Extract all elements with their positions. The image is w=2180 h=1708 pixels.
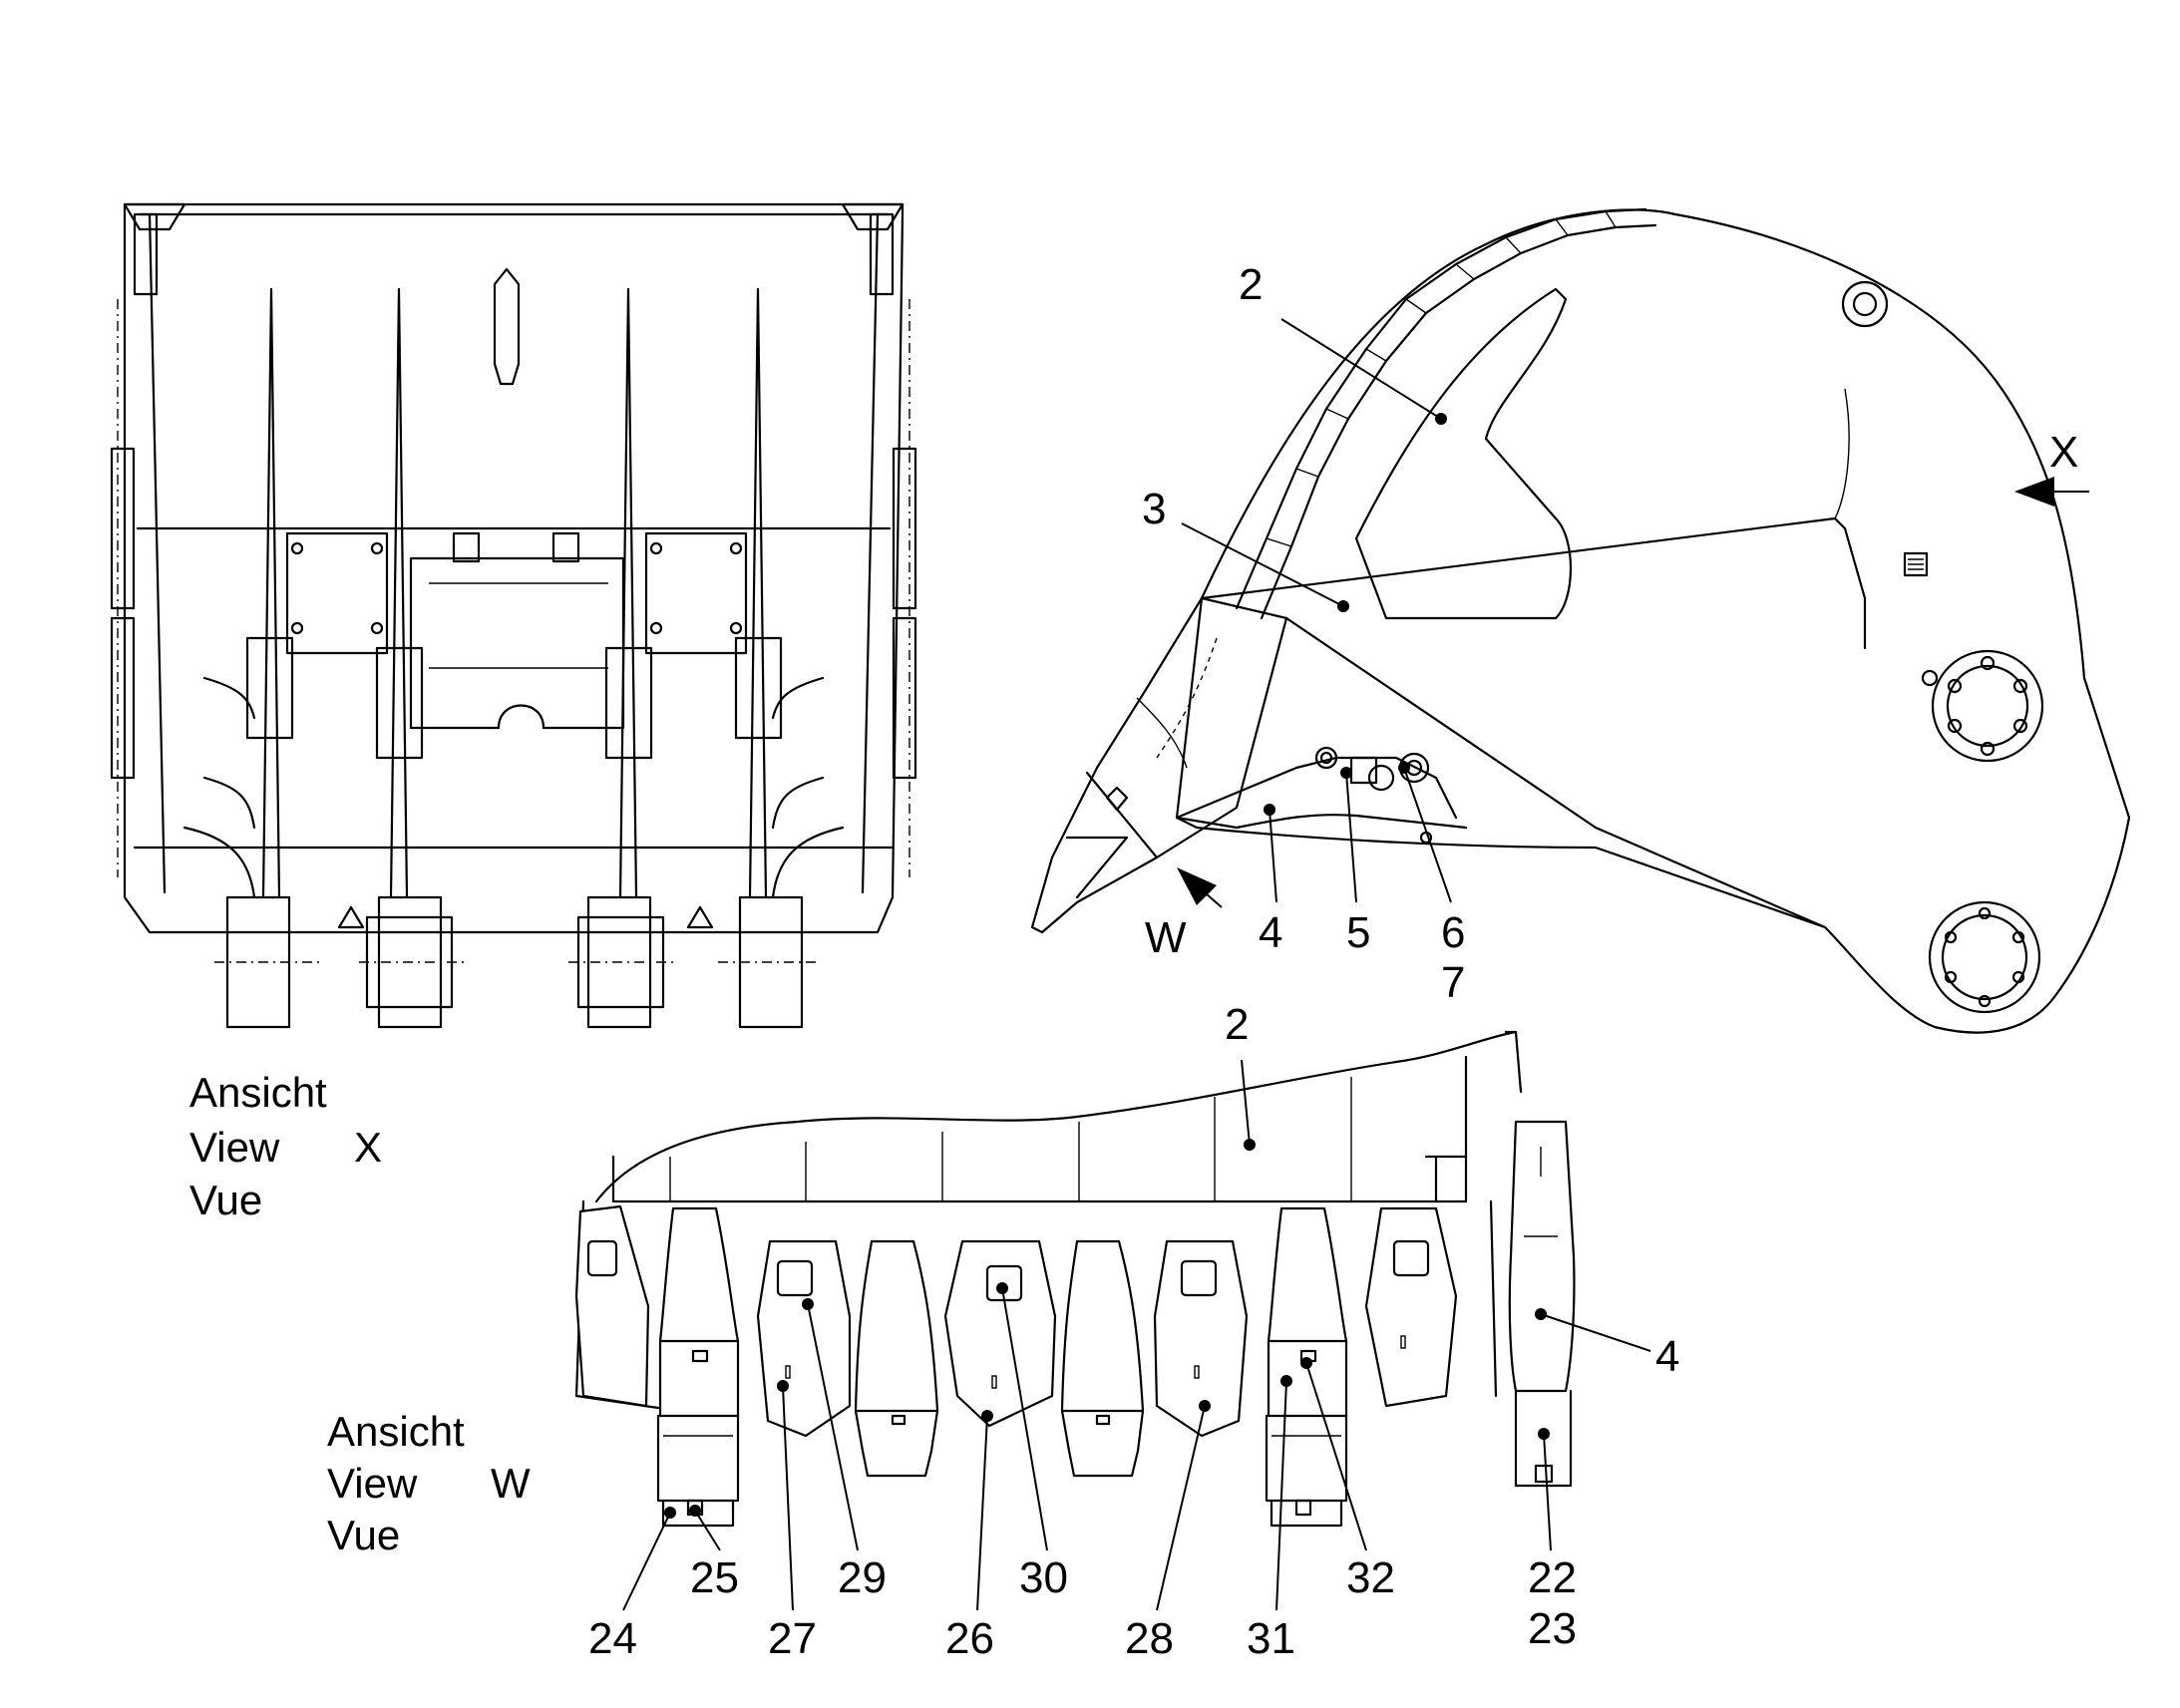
side-callout-3: 3	[1142, 485, 1166, 533]
w-callout-27: 27	[768, 1614, 817, 1663]
view-x-caption-ansicht: Ansicht	[189, 1069, 327, 1116]
view-x-caption-letter: X	[354, 1124, 382, 1171]
w-callout-25: 25	[690, 1553, 739, 1602]
w-callout-22: 22	[1528, 1553, 1577, 1602]
view-x-caption-view: View	[189, 1124, 280, 1171]
w-callout-28: 28	[1125, 1614, 1174, 1663]
side-callout-2: 2	[1239, 260, 1263, 309]
view-w-caption-letter: W	[491, 1460, 531, 1507]
view-w-arrow	[1177, 867, 1223, 908]
view-x-drawing	[110, 202, 917, 1029]
w-callout-26: 26	[945, 1614, 994, 1663]
w-callout-31: 31	[1247, 1614, 1295, 1663]
w-callout-24: 24	[588, 1614, 637, 1663]
view-w-caption-vue: Vue	[327, 1512, 400, 1558]
view-w-arrow-label: W	[1145, 913, 1187, 962]
w-callout-30: 30	[1019, 1553, 1068, 1602]
w-callout-32: 32	[1346, 1553, 1395, 1602]
side-callout-7: 7	[1441, 958, 1465, 1007]
w-callout-29: 29	[838, 1553, 887, 1602]
side-callout-5: 5	[1346, 908, 1370, 957]
w-callout-2: 2	[1225, 1000, 1249, 1049]
view-w-caption-view: View	[327, 1460, 418, 1507]
w-callout-23: 23	[1528, 1604, 1577, 1653]
side-callout-4: 4	[1259, 908, 1282, 957]
side-callout-6: 6	[1441, 908, 1465, 957]
view-x-arrow-label: X	[2049, 428, 2078, 477]
w-callout-4: 4	[1655, 1332, 1679, 1381]
view-x-arrow	[2014, 477, 2089, 507]
view-x-caption-vue: Vue	[189, 1177, 262, 1223]
side-view-drawing	[1030, 207, 2131, 1034]
view-w-caption-ansicht: Ansicht	[327, 1408, 465, 1455]
view-w-leaders	[622, 1059, 1651, 1611]
side-view-leaders	[1181, 318, 1452, 903]
view-w-drawing	[574, 1030, 1576, 1528]
